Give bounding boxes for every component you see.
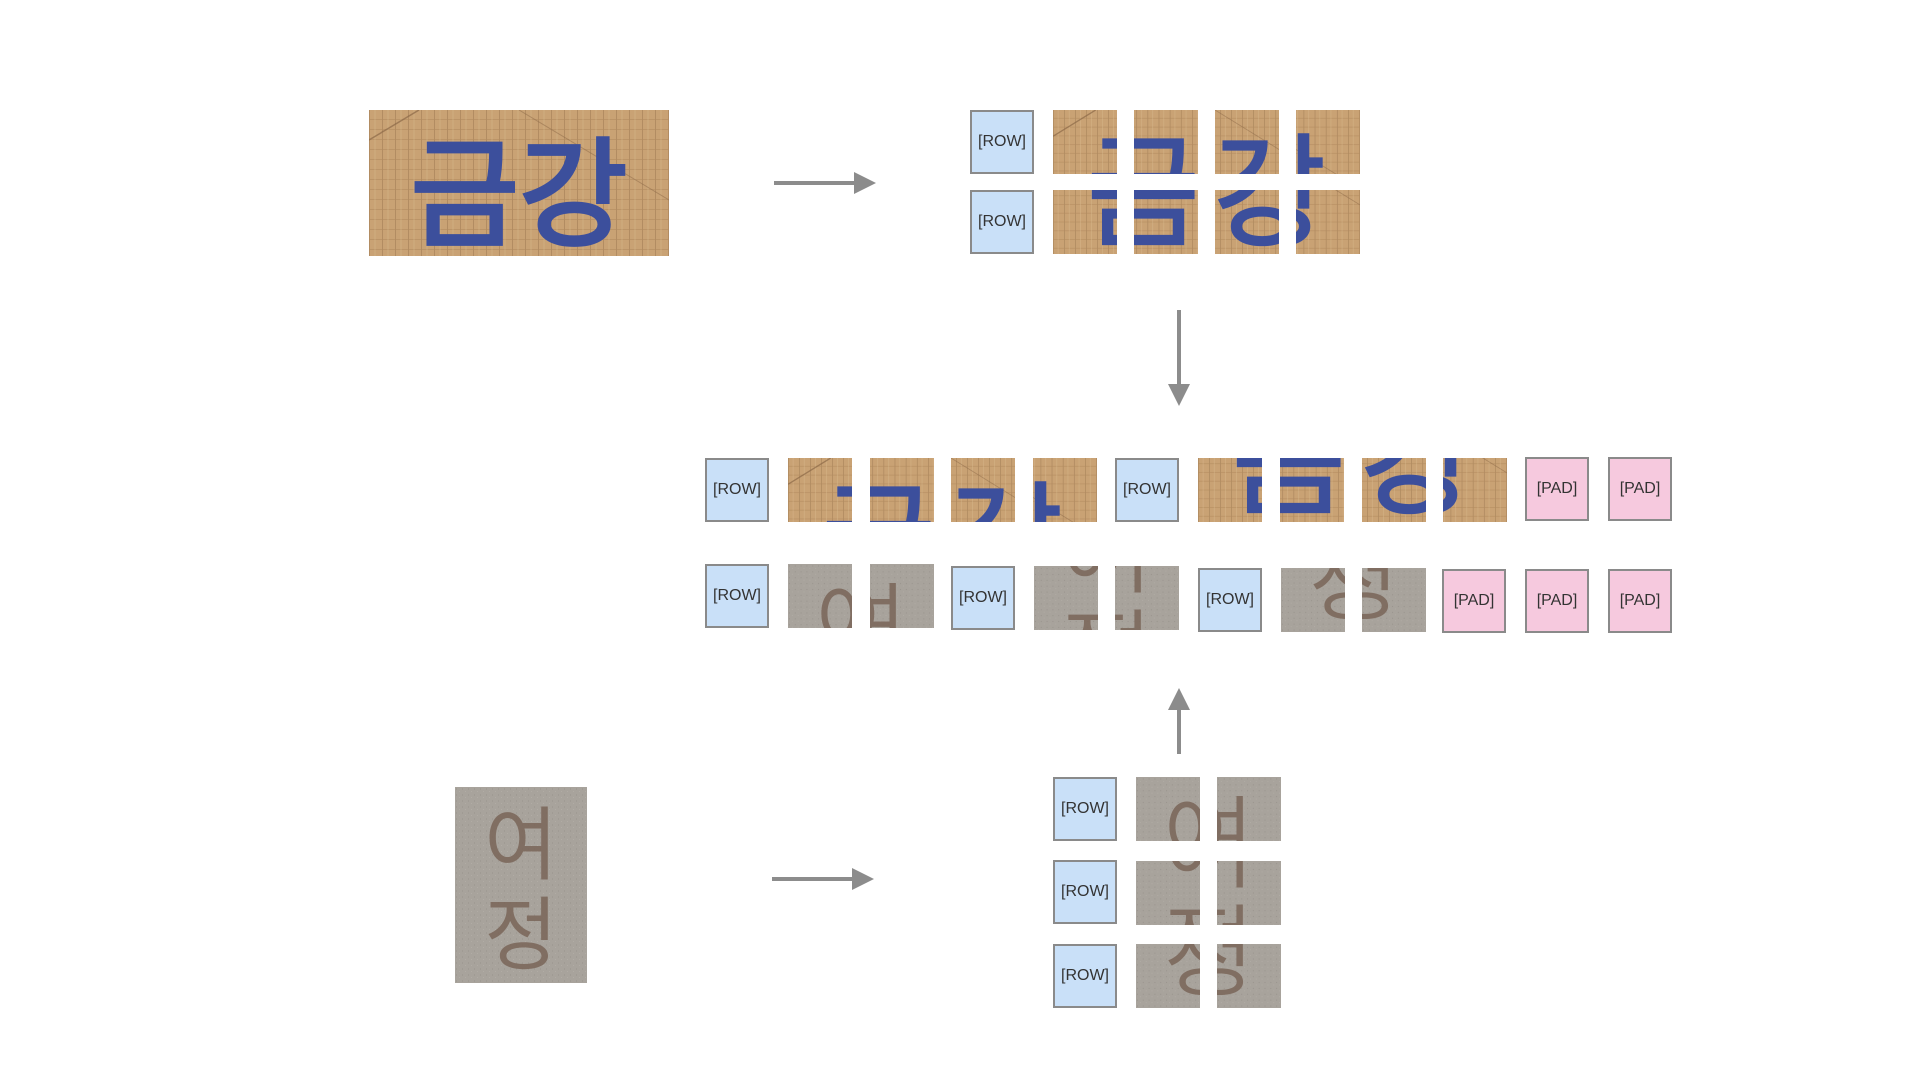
right-arrow-icon [772, 868, 874, 890]
up-arrow-icon [1168, 688, 1190, 754]
sign-image-patch [1215, 190, 1279, 254]
sign-image-patch [1053, 110, 1117, 174]
sign-image-patch [1280, 458, 1344, 522]
sign-image-patch [1134, 110, 1198, 174]
pad-token: [PAD] [1608, 457, 1672, 521]
sign-image-patch [1198, 458, 1262, 522]
sign-image-patch [788, 458, 852, 522]
sign-image-patch [1296, 110, 1360, 174]
sign-image-patch [870, 458, 934, 522]
sign-image-patch [1296, 190, 1360, 254]
sign-image-patch [951, 458, 1015, 522]
paper-image-patch [870, 564, 934, 628]
pad-token: [PAD] [1525, 457, 1589, 521]
pad-token: [PAD] [1608, 569, 1672, 633]
row-token: [ROW] [705, 564, 769, 628]
sign-image-patch [1215, 110, 1279, 174]
paper-image-patch [1136, 860, 1200, 925]
paper-image-patch [1217, 944, 1281, 1008]
paper-image-patch [1136, 944, 1200, 1008]
sign-image-patch [1053, 190, 1117, 254]
paper-image-patch [1281, 568, 1345, 632]
paper-image-patch [1217, 860, 1281, 925]
row-token: [ROW] [1053, 860, 1117, 924]
pad-token: [PAD] [1525, 569, 1589, 633]
down-arrow-icon [1168, 310, 1190, 406]
paper-image-patch [1362, 568, 1426, 632]
row-token: [ROW] [951, 566, 1015, 630]
sign-image-patch [1362, 458, 1426, 522]
row-token: [ROW] [705, 458, 769, 522]
paper-image-patch [1136, 777, 1200, 841]
right-arrow-icon [774, 172, 876, 194]
paper-image-patch [1217, 777, 1281, 841]
row-token: [ROW] [1053, 944, 1117, 1008]
paper-image-patch [788, 564, 852, 628]
row-token: [ROW] [1115, 458, 1179, 522]
paper-image-patch [1034, 566, 1098, 630]
paper-image-patch [1115, 566, 1179, 630]
row-token: [ROW] [970, 110, 1034, 174]
row-token: [ROW] [1053, 777, 1117, 841]
sign-image-patch [1134, 190, 1198, 254]
pad-token: [PAD] [1442, 569, 1506, 633]
sign-source-image [369, 110, 669, 256]
sign-image-patch [1443, 458, 1507, 522]
row-token: [ROW] [1198, 568, 1262, 632]
row-token: [ROW] [970, 190, 1034, 254]
sign-image-patch [1033, 458, 1097, 522]
paper-source-image [455, 787, 587, 983]
